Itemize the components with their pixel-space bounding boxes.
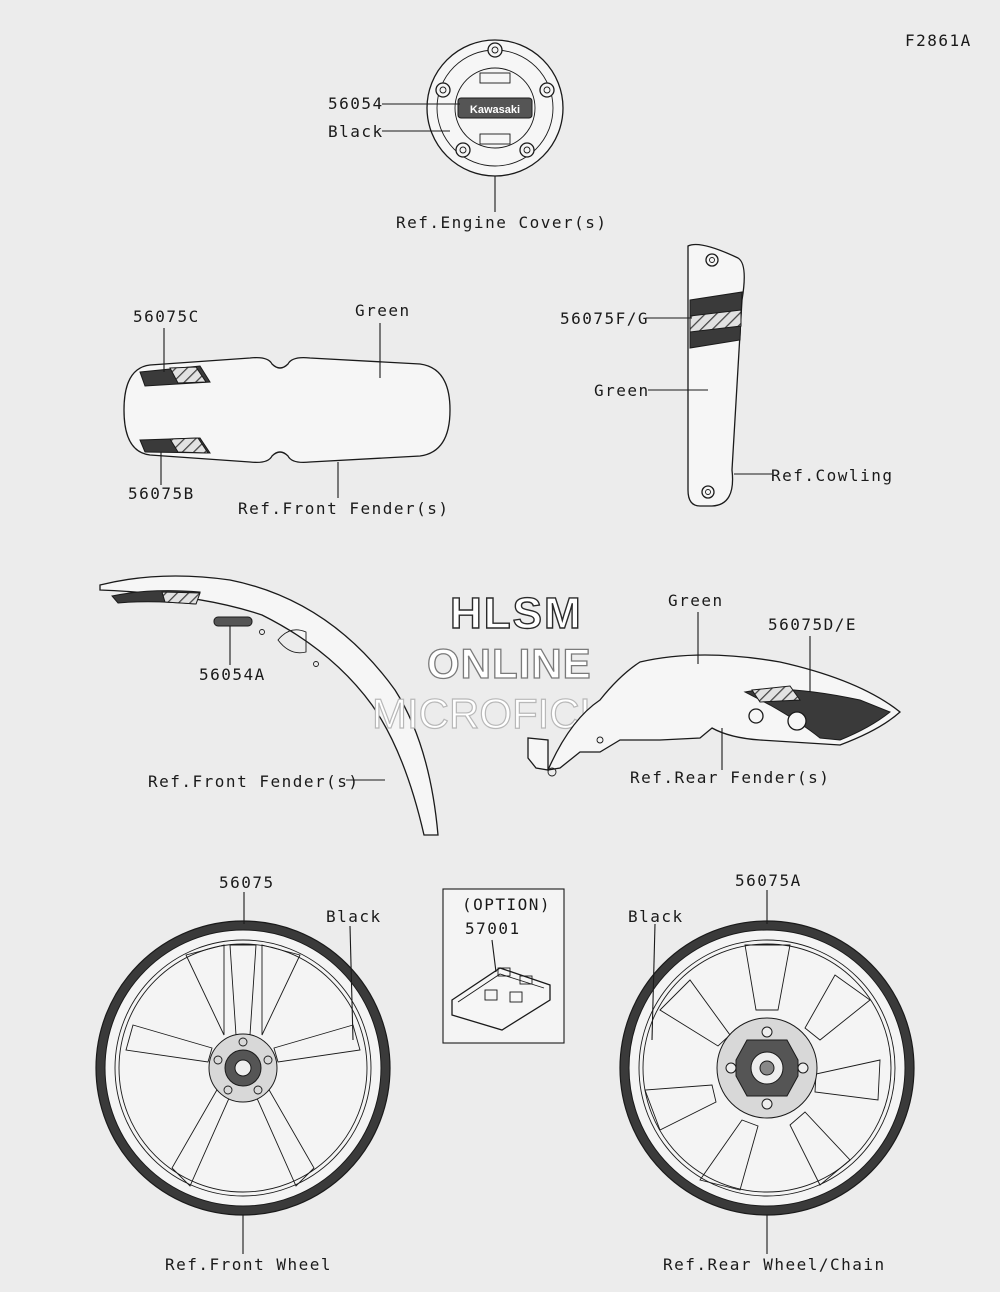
front-fender-bottom-part-label: 56075B (128, 484, 195, 503)
rear-wheel-drawing (619, 920, 915, 1216)
cowling-drawing (687, 243, 745, 507)
rear-wheel-color-label: Black (628, 907, 684, 926)
rear-wheel-ref-label: Ref.Rear Wheel/Chain (663, 1255, 886, 1274)
front-fender-part-label: 56054A (199, 665, 266, 684)
front-wheel-part-label: 56075 (219, 873, 275, 892)
watermark-line2: ONLINE (427, 640, 592, 687)
cowling-ref-label: Ref.Cowling (771, 466, 893, 485)
option-heading: (OPTION) (462, 895, 551, 914)
front-fender-ref-label: Ref.Front Fender(s) (148, 772, 360, 791)
kawasaki-logo: Kawasaki (470, 104, 520, 116)
rear-wheel-part-label: 56075A (735, 871, 802, 890)
cowling-color-label: Green (594, 381, 650, 400)
engine-cover-drawing: Kawasaki (426, 39, 564, 177)
engine-cover-ref-label: Ref.Engine Cover(s) (396, 213, 608, 232)
front-fender-top-ref-label: Ref.Front Fender(s) (238, 499, 450, 518)
cowling-part-label: 56075F/G (560, 309, 649, 328)
front-fender-top-part-label: 56075C (133, 307, 200, 326)
front-fender-side-drawing (99, 575, 439, 836)
option-part-label: 57001 (465, 919, 521, 938)
watermark-line1: HLSM (450, 589, 583, 638)
figure-code: F2861A (905, 31, 972, 50)
rear-fender-color-label: Green (668, 591, 724, 610)
engine-cover-part-label: 56054 (328, 94, 384, 113)
front-wheel-ref-label: Ref.Front Wheel (165, 1255, 332, 1274)
option-box (442, 888, 565, 1044)
front-wheel-color-label: Black (326, 907, 382, 926)
rear-fender-part-label: 56075D/E (768, 615, 857, 634)
rear-fender-drawing (527, 654, 902, 777)
front-fender-top-color-label: Green (355, 301, 411, 320)
front-wheel-drawing (95, 920, 391, 1216)
rear-fender-ref-label: Ref.Rear Fender(s) (630, 768, 830, 787)
engine-cover-color-label: Black (328, 122, 384, 141)
front-fender-top-drawing (123, 356, 451, 464)
